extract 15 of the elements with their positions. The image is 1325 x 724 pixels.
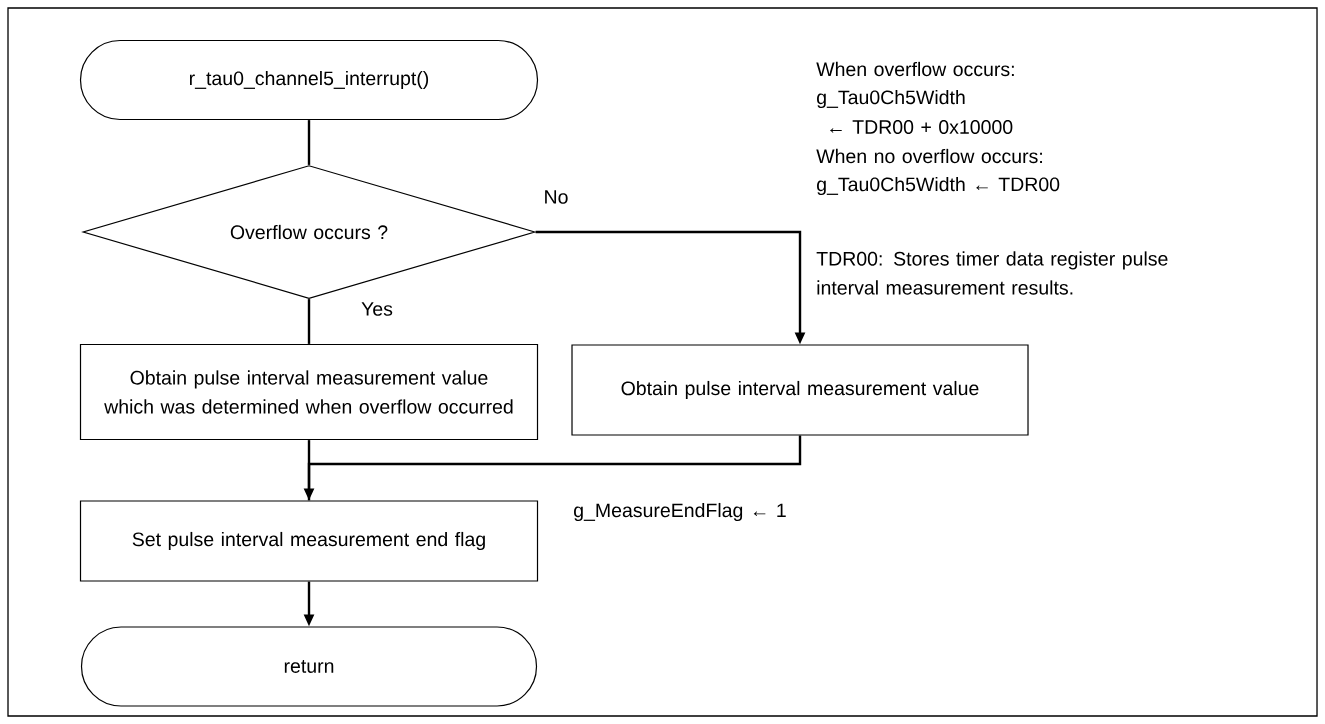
note-text: ← TDR00 + 0x10000 bbox=[830, 120, 1013, 134]
process-box: Obtain pulse interval measurement value bbox=[571, 344, 1029, 436]
note-text: g_Tau0Ch5Width ← TDR00 bbox=[817, 176, 1060, 196]
note-text: g_MeasureEndFlag ← 1 bbox=[574, 502, 786, 522]
note-text: g_Tau0Ch5Width bbox=[817, 89, 965, 109]
note-text: When no overflow occurs: bbox=[816, 148, 1042, 164]
process-box: Set pulse interval measurement end flag bbox=[79, 500, 539, 582]
note-text: TDR00: Stores timer data register pulse interval measurement results. bbox=[816, 251, 1168, 295]
process-box: Obtain pulse interval measurement value which was determined when overflow occurred bbox=[79, 343, 539, 441]
connector-line bbox=[307, 299, 311, 344]
edge-label: No bbox=[542, 189, 570, 205]
connector-line bbox=[307, 440, 311, 501]
connector-line bbox=[307, 120, 311, 165]
edge-label: Yes bbox=[360, 301, 394, 317]
note-text: When overflow occurs: bbox=[816, 61, 1014, 77]
